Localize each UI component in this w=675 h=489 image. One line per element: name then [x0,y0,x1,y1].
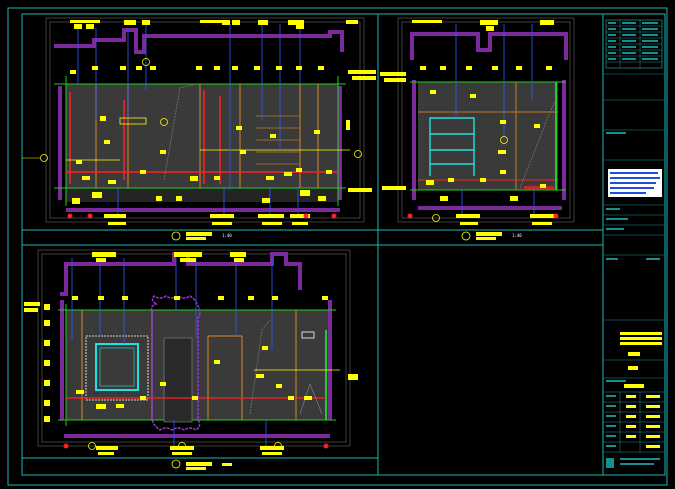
title-block [602,13,666,476]
elevation-view-c [24,249,358,470]
elevation-view-b [380,17,575,241]
note-text-lines [610,172,660,194]
view-a-scale: 1:40 [222,233,232,238]
design-note-box [608,169,662,197]
elevation-view-a [22,17,376,241]
view-b-scale: 1:40 [512,233,522,238]
outer-frame [7,7,668,486]
